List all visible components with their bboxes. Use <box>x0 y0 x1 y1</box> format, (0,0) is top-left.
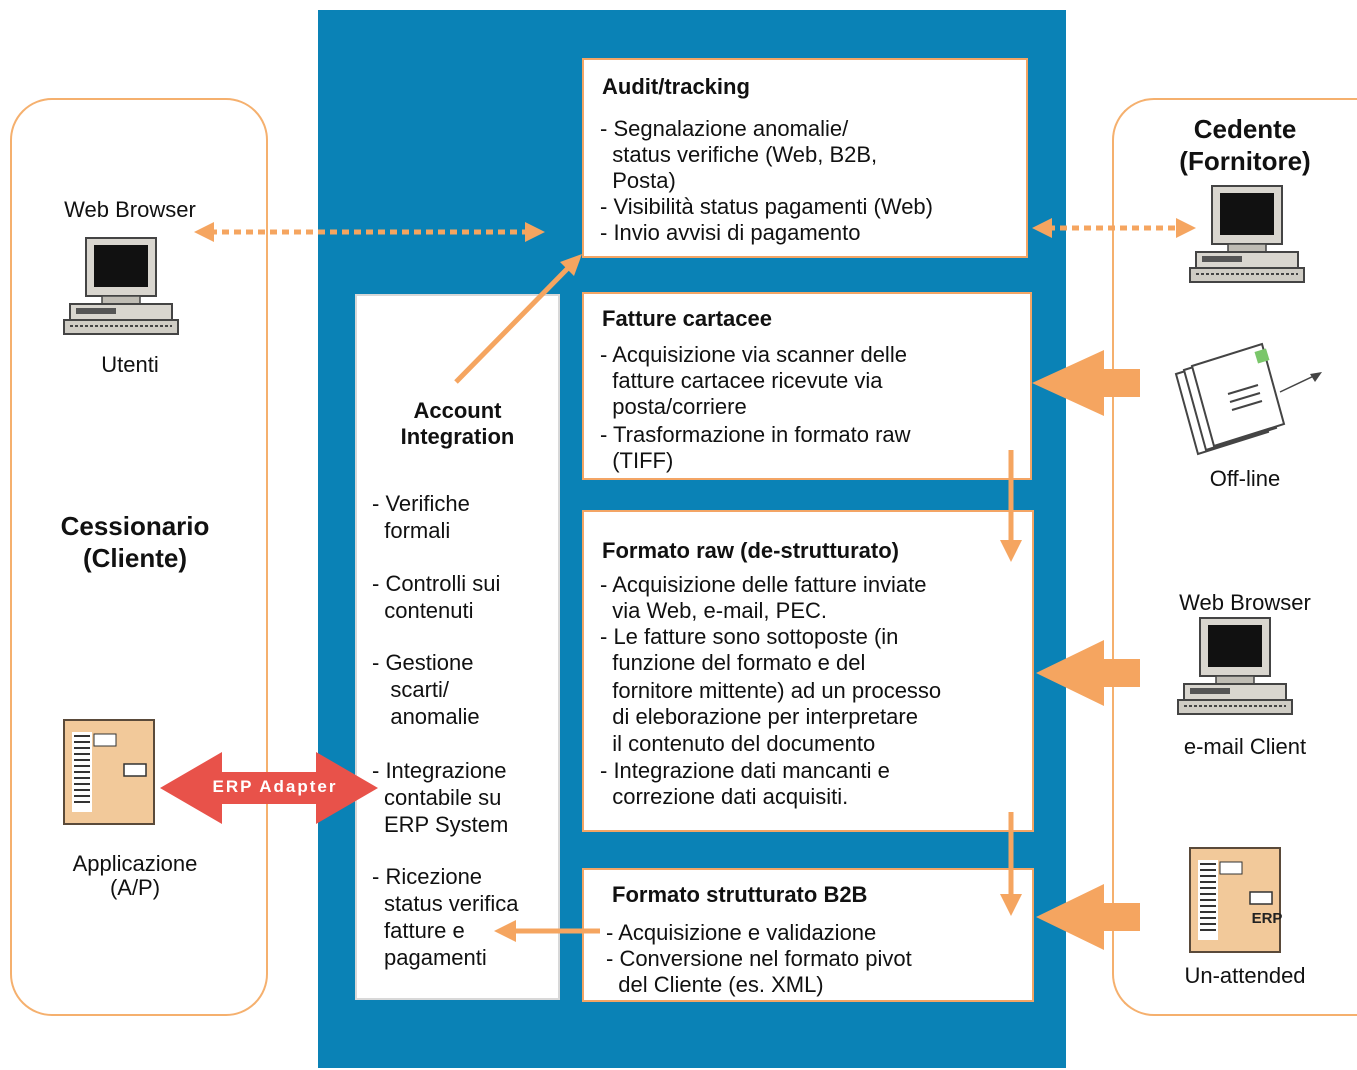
raw-title: Formato raw (de-strutturato) <box>602 538 899 563</box>
app-label: Applicazione (A/P) <box>72 851 198 900</box>
audit-title: Audit/tracking <box>602 74 750 99</box>
supplier-panel <box>1112 98 1357 1016</box>
client-title: Cessionario (Cliente) <box>60 511 210 573</box>
right-web-browser-label: Web Browser <box>1179 590 1311 615</box>
formato-raw-box: Formato raw (de-strutturato) <box>582 510 1034 832</box>
audit-tracking-box: Audit/tracking <box>582 58 1028 258</box>
supplier-erp-box-text: ERP <box>1251 910 1283 927</box>
b2b-title: Formato strutturato B2B <box>612 882 868 907</box>
left-web-browser-label: Web Browser <box>64 197 196 222</box>
email-client-label: e-mail Client <box>1183 734 1307 759</box>
unattended-label: Un-attended <box>1184 963 1306 988</box>
account-integration-box <box>355 294 560 1000</box>
cartacee-title: Fatture cartacee <box>602 306 772 331</box>
supplier-title: Cedente (Fornitore) <box>1179 114 1311 176</box>
users-label: Utenti <box>101 352 159 377</box>
erp-adapter-label: ERP Adapter <box>212 777 338 796</box>
fatture-cartacee-box: Fatture cartacee <box>582 292 1032 480</box>
account-integration-title: Account Integration <box>400 398 515 449</box>
offline-label: Off-line <box>1209 466 1281 491</box>
formato-b2b-box: Formato strutturato B2B <box>582 868 1034 1002</box>
